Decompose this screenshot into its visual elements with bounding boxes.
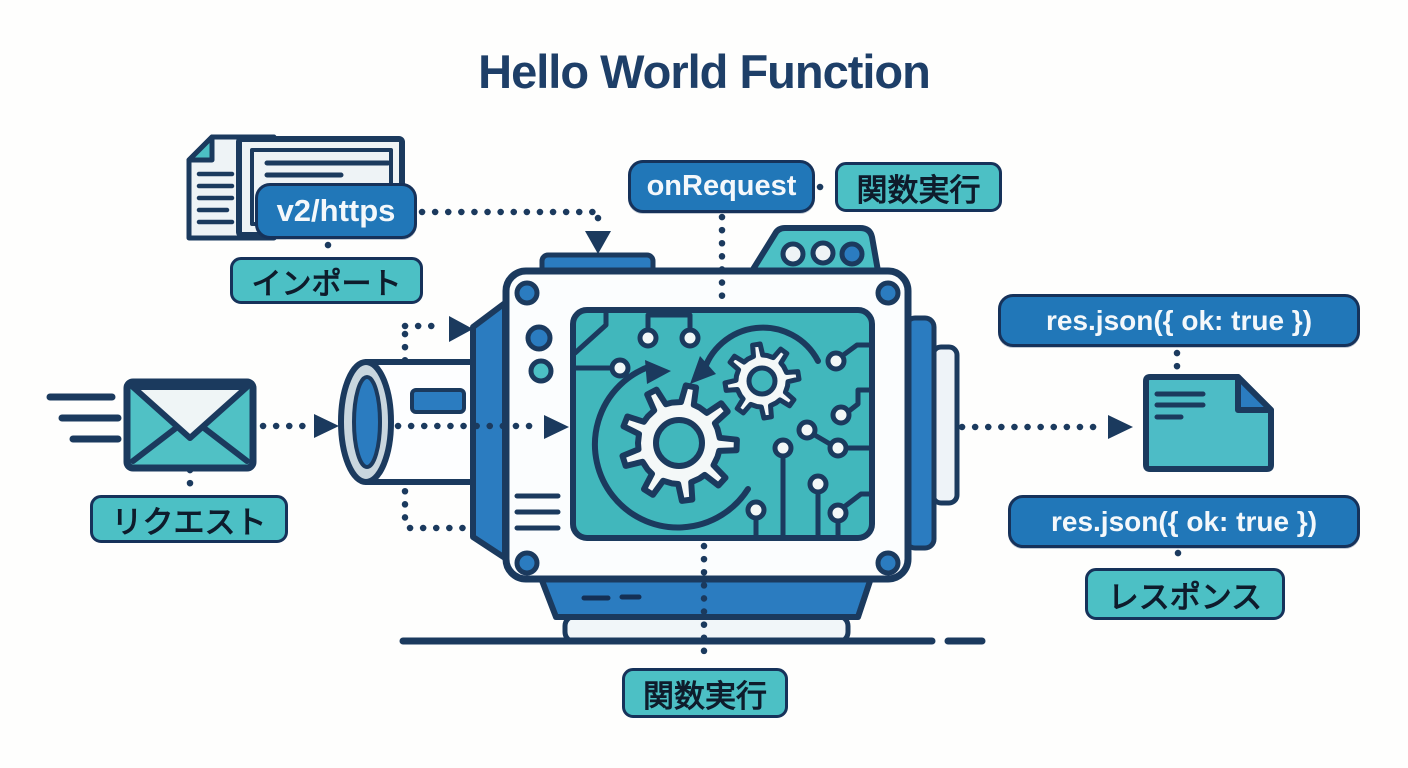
import-badge: インポート (230, 257, 423, 304)
machine-indicator-teal (528, 358, 554, 384)
machine-right-light-slab (930, 344, 960, 506)
request-badge: リクエスト (90, 495, 288, 543)
machine-left-plate (470, 300, 508, 561)
res-json-bottom-badge: res.json({ ok: true }) (1008, 495, 1360, 548)
diagram-title: Hello World Function (478, 45, 931, 98)
cycle-arrows-icon (591, 324, 821, 531)
machine-indicator-blue (525, 324, 553, 352)
function-machine-icon (470, 225, 912, 645)
envelope-icon (123, 378, 257, 472)
machine-vents-lines (514, 493, 561, 531)
onrequest-badge: onRequest (628, 160, 815, 213)
res-json-top-badge: res.json({ ok: true }) (998, 294, 1360, 347)
arrow-pipe-to-screen-icon (544, 415, 569, 439)
circuit-board-icon (570, 307, 875, 541)
arrow-down-into-machine-icon (585, 231, 611, 254)
speed-lines-icon (46, 393, 122, 443)
machine-vent-icon (749, 225, 881, 274)
function-exec-top-badge: 関数実行 (835, 162, 1002, 212)
arrow-machine-to-document-icon (1108, 415, 1133, 439)
response-document-icon (1143, 374, 1274, 472)
arrow-envelope-to-pipe-icon (314, 414, 339, 438)
dotted-v2-to-machine (418, 208, 602, 232)
machine-bolts (514, 280, 901, 576)
function-exec-bottom-badge: 関数実行 (622, 668, 788, 718)
v2-https-badge: v2/https (255, 183, 417, 239)
response-badge: レスポンス (1085, 568, 1285, 620)
pipe-icon (338, 359, 481, 485)
arrow-into-machine-left-icon (449, 316, 473, 342)
